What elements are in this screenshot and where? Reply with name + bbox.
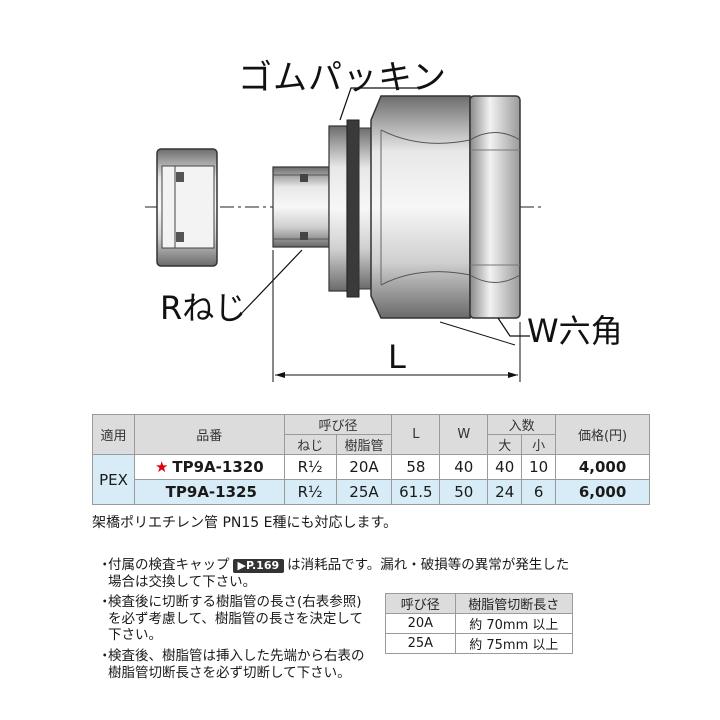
qty-small-cell: 6 [521, 479, 557, 505]
cut-length-cell: 約 70mm 以上 [454, 613, 574, 634]
cut-length-cell: 約 75mm 以上 [454, 633, 574, 654]
star-icon: ★ [154, 458, 169, 476]
header-qty-small: 小 [521, 434, 557, 455]
price-cell: 6,000 [555, 479, 650, 505]
table-row: 20A 約 70mm 以上 [385, 613, 574, 634]
table-row: 25A 約 75mm 以上 [385, 633, 574, 654]
thread-cell: R½ [283, 454, 337, 480]
fitting-drawing [145, 87, 545, 382]
pipe-cell: 20A [335, 454, 393, 480]
w-hex-label: W六角 [527, 312, 623, 350]
page-ref-link[interactable]: ▶P.169 [232, 559, 285, 573]
table-row: TP9A-1325 R½ 25A 61.5 50 24 6 6,000 [93, 479, 650, 505]
bullet: ・ [98, 557, 112, 573]
header-L: L [391, 414, 441, 455]
nominal-cell: 20A [385, 613, 456, 634]
bullet: ・ [98, 594, 112, 610]
note1-text-before: 付属の検査キャップ [108, 557, 230, 573]
body-hex [370, 95, 471, 319]
qty-large-cell: 40 [487, 454, 523, 480]
pipe-cell: 25A [335, 479, 393, 505]
inspection-cap [156, 148, 218, 267]
cut-length-table: 呼び径 樹脂管切断長さ 20A 約 70mm 以上 25A 約 75mm 以上 [385, 593, 574, 654]
gasket-ring [328, 119, 372, 298]
W-cell: 40 [439, 454, 489, 480]
r-thread-stub [272, 166, 330, 248]
header-price: 価格(円) [555, 414, 650, 455]
header-qty: 入数 [487, 414, 557, 435]
qty-small-cell: 10 [521, 454, 557, 480]
thread-cell: R½ [283, 479, 337, 505]
header-application: 適用 [92, 414, 135, 455]
leader-r-thread [239, 249, 303, 316]
price-cell: 4,000 [555, 454, 650, 480]
compat-note: 架橋ポリエチレン管 PN15 E種にも対応します。 [92, 515, 398, 531]
spec-table: 適用 品番 呼び径 L W 入数 価格(円) ねじ 樹脂管 大 小 PEX ★T… [92, 414, 650, 505]
table-row: PEX ★TP9A-1320 R½ 20A 58 40 40 10 4,000 [92, 454, 650, 505]
dimension-L [272, 250, 521, 382]
leader-w-hex [497, 317, 530, 337]
note-cut-after-inspection: ・検査後、樹脂管は挿入した先端から右表の樹脂管切断長さを必ず切断して下さい。 [98, 648, 370, 681]
W-cell: 50 [439, 479, 489, 505]
header-part-no: 品番 [133, 414, 285, 455]
L-cell: 61.5 [391, 479, 441, 505]
part-no-cell: TP9A-1325 [133, 479, 285, 505]
part-no-cell: ★TP9A-1320 [133, 454, 285, 480]
application-cell: PEX [92, 454, 135, 505]
header-qty-large: 大 [487, 434, 523, 455]
nut-hex [469, 95, 521, 319]
bullet: ・ [98, 648, 112, 664]
part-no-text: TP9A-1320 [172, 458, 264, 476]
qty-large-cell: 24 [487, 479, 523, 505]
header-nominal: 呼び径 [385, 593, 456, 614]
header-W: W [439, 414, 489, 455]
leader-gasket [339, 87, 420, 121]
header-nominal-pipe: 樹脂管 [335, 434, 393, 455]
header-nominal: 呼び径 [283, 414, 393, 435]
gasket-label: ゴムパッキン [238, 58, 447, 98]
note1-text-after: は消耗品です。漏れ・破損等の異常が発生した場合は交換して下さい。 [108, 557, 570, 590]
r-thread-label: Rねじ [160, 289, 247, 327]
note3-text: 検査後、樹脂管は挿入した先端から右表の樹脂管切断長さを必ず切断して下さい。 [108, 648, 365, 681]
note2-text: 検査後に切断する樹脂管の長さ(右表参照)を必ず考慮して、樹脂管の長さを決定して下… [108, 594, 364, 643]
length-label: L [388, 338, 406, 376]
L-cell: 58 [391, 454, 441, 480]
part-no-text: TP9A-1325 [165, 483, 257, 501]
header-nominal-thread: ねじ [283, 434, 337, 455]
note-cut-length: ・検査後に切断する樹脂管の長さ(右表参照)を必ず考慮して、樹脂管の長さを決定して… [98, 594, 370, 644]
header-cut-length: 樹脂管切断長さ [454, 593, 574, 614]
nominal-cell: 25A [385, 633, 456, 654]
